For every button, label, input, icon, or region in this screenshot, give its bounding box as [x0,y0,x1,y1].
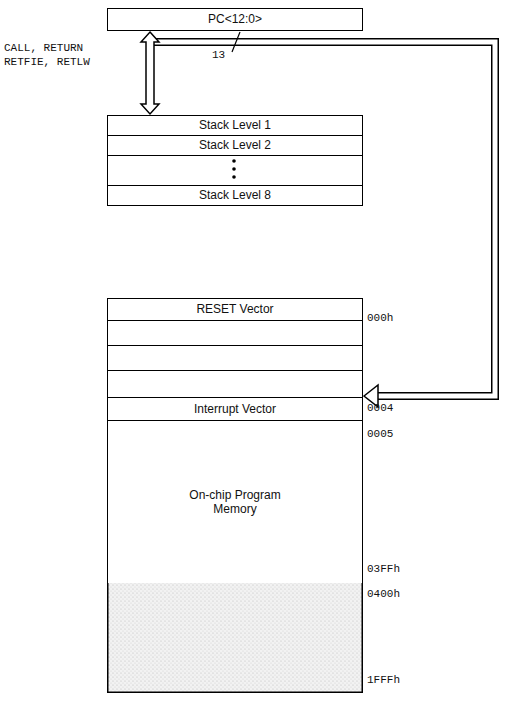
box-text: Interrupt Vector [194,402,276,416]
box-text: Stack Level 1 [199,118,271,132]
address: 0005 [367,428,417,442]
vector-row: Interrupt Vector [107,397,363,421]
memory-outline [108,299,363,693]
stack-level: Stack Level 8 [107,185,363,206]
memory-row-line [108,345,363,346]
stack-transfer-arrow [141,32,159,114]
vector-row: RESET Vector [107,298,363,321]
unimplemented-region [108,583,362,693]
box-text: On-chip Program Memory [175,488,295,517]
box-text: RESET Vector [196,302,273,316]
address: 000h [367,312,417,326]
ellipsis-dot [232,167,236,171]
box-text: PC<12:0> [208,12,262,26]
address: 03FFh [367,563,417,577]
memory-row-line [108,370,363,371]
stack-level: Stack Level 2 [107,135,363,156]
address: 0400h [367,588,417,602]
box-text: Stack Level 8 [199,188,271,202]
stack-outline [108,116,363,206]
address: 1FFFh [367,674,417,688]
box-text: Stack Level 2 [199,138,271,152]
bus-width: 13 [212,49,242,63]
instruction-note: CALL, RETURN RETFIE, RETLW [4,42,96,70]
register-box: PC<12:0> [107,8,363,31]
memory-region: On-chip Program Memory [107,420,363,583]
bus-width-slash [232,32,240,52]
bus-line [150,42,495,396]
stack-level: Stack Level 1 [107,115,363,136]
ellipsis-dot [232,175,236,179]
bus-line [150,42,495,396]
ellipsis-dot [232,159,236,163]
address: 0004 [367,402,417,416]
